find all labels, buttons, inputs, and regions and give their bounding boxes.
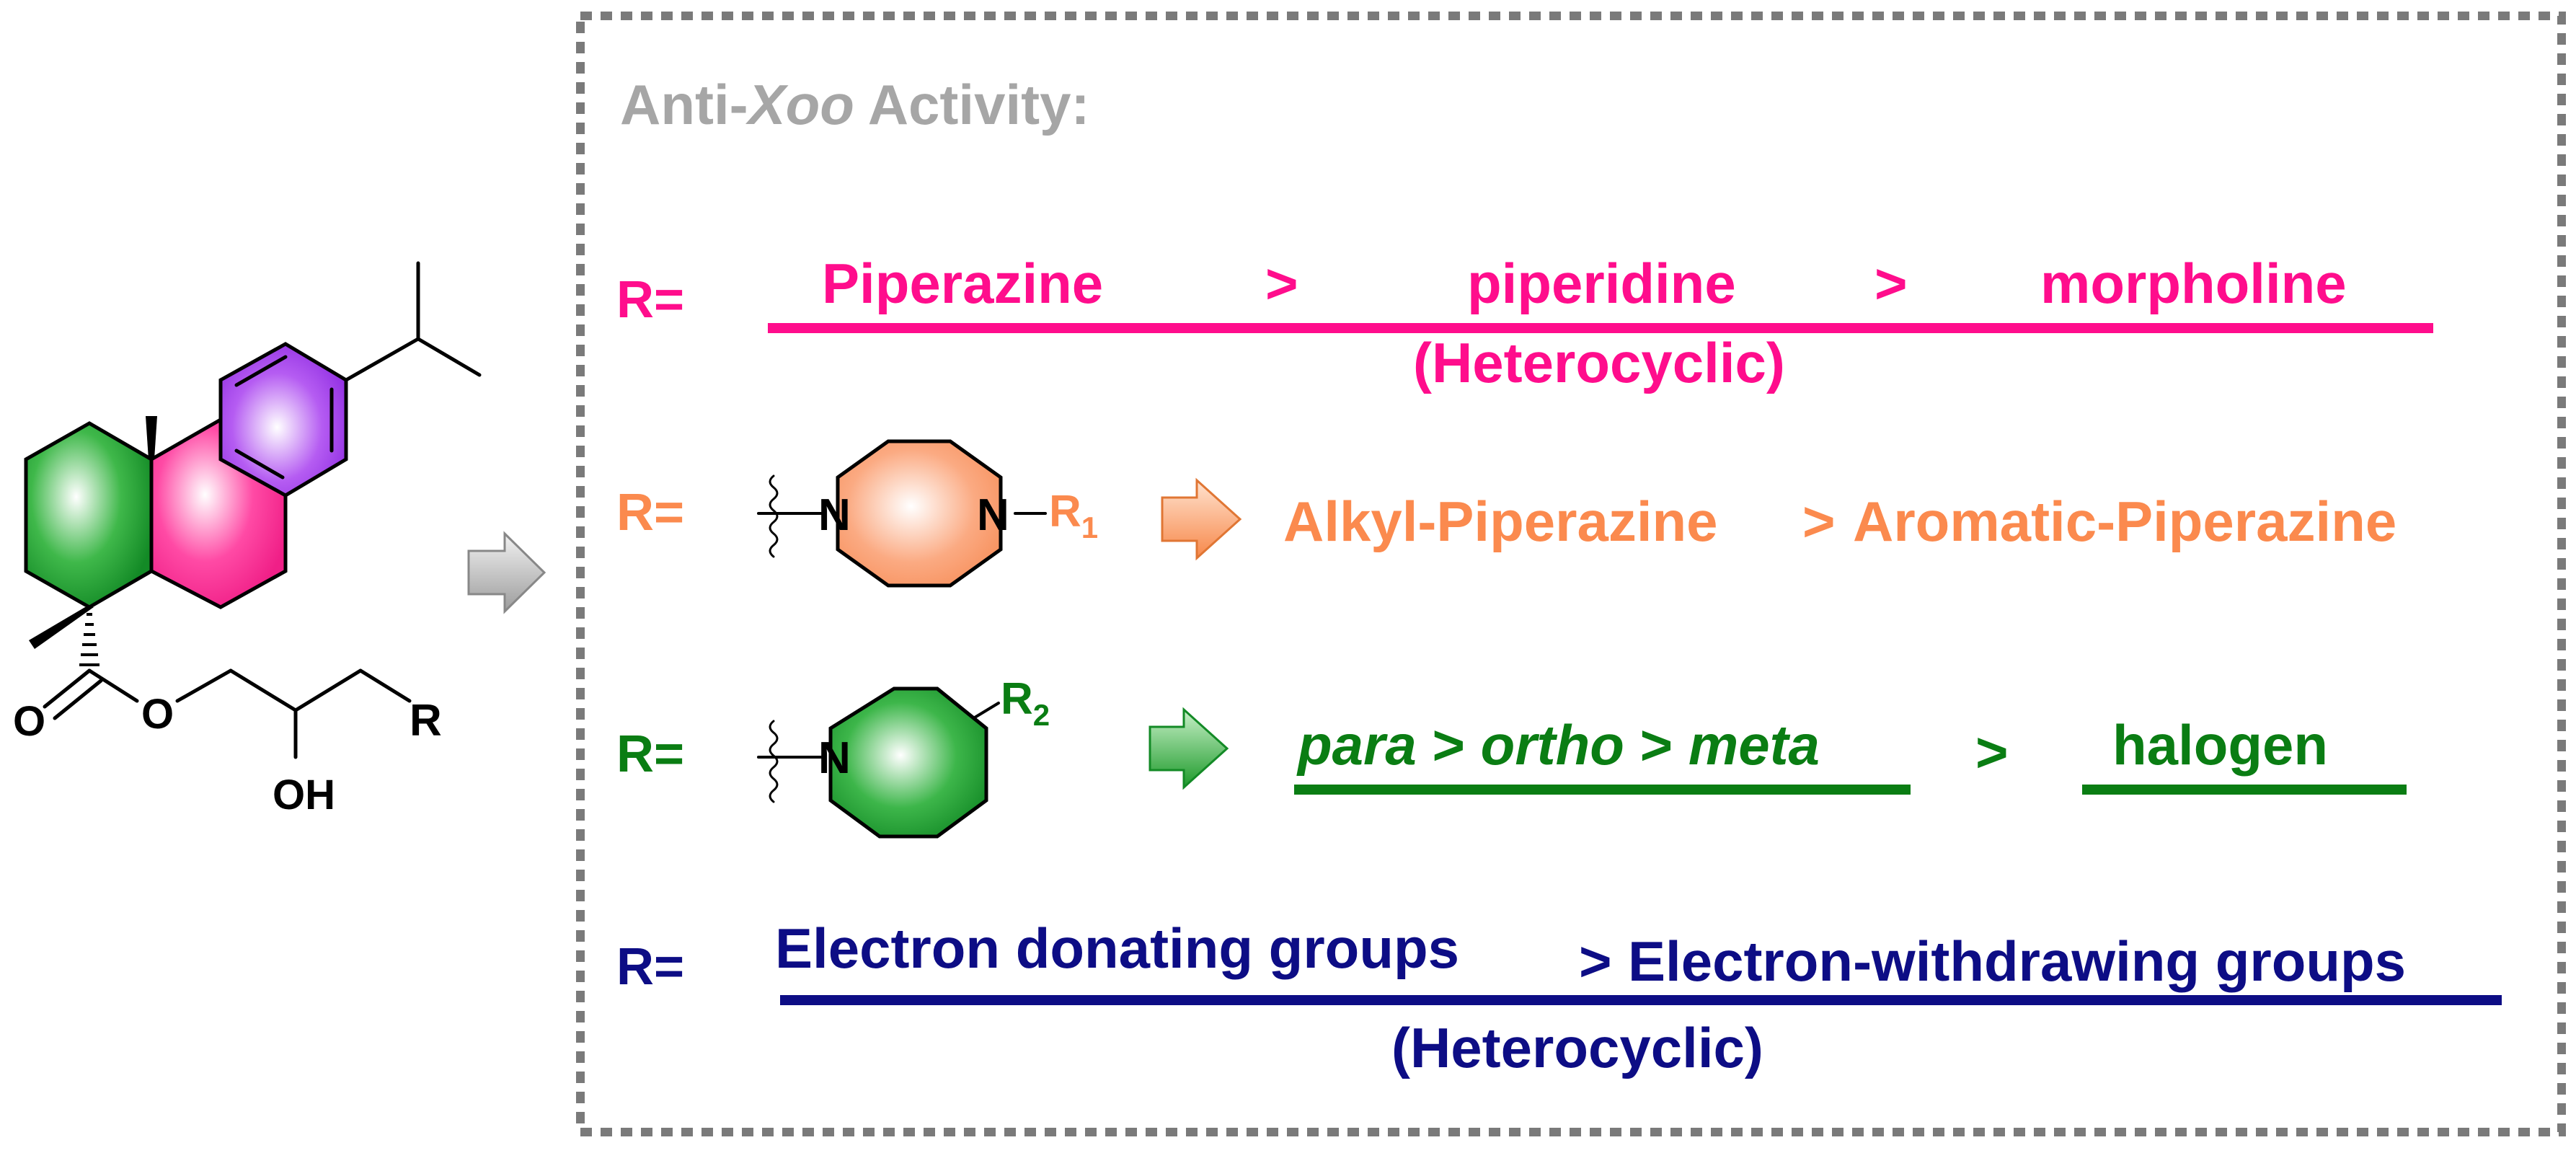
row1-r-label: R=	[616, 271, 684, 329]
ester-oxygen: O	[141, 691, 174, 738]
row4-donating: Electron donating groups	[775, 916, 1459, 980]
row4-gt: >	[1579, 929, 1612, 993]
piperazine-ring	[836, 439, 1003, 588]
row1-piperidine: piperidine	[1467, 252, 1736, 315]
row1-gt-2: >	[1875, 252, 1908, 315]
row3-gt-3: >	[1975, 720, 2009, 784]
hydroxyl-label: OH	[273, 772, 335, 818]
row2-n2: N	[977, 490, 1009, 540]
row1-heterocyclic: (Heterocyclic)	[1413, 331, 1785, 394]
row2-r-label: R=	[616, 484, 684, 542]
methyl-wedge-1	[146, 416, 157, 459]
row-electronic-effect: R= Electron donating groups > Electron-w…	[616, 916, 2502, 1079]
row3-underline-2	[2082, 785, 2407, 795]
row3-underline-1	[1294, 785, 1911, 795]
hashed-bond	[79, 613, 99, 666]
green-arrow-icon	[1148, 707, 1229, 790]
row3-halogen: halogen	[2112, 713, 2328, 777]
row4-r-label: R=	[616, 938, 684, 996]
abietane-scaffold: O O OH R	[13, 261, 482, 818]
row4-withdrawing: Electron-withdrawing groups	[1628, 929, 2406, 993]
gray-arrow-icon	[467, 531, 546, 614]
row2-n1: N	[818, 490, 851, 540]
row3-r-label: R=	[616, 725, 684, 783]
row1-piperazine: Piperazine	[822, 252, 1103, 315]
row-substitution-position: R= N R2 para > ortho > meta > halogen	[616, 674, 2407, 839]
row4-underline	[780, 995, 2502, 1005]
ring-a	[24, 421, 154, 609]
box-title: Anti-Xoo Activity:	[620, 73, 1089, 136]
piperidine-ring	[828, 686, 988, 839]
r-group-label: R	[410, 696, 442, 746]
row3-order: para > ortho > meta	[1296, 713, 1820, 777]
orange-arrow-icon	[1161, 477, 1242, 561]
row-heterocycle-order: R= Piperazine > piperidine > morpholine …	[616, 252, 2433, 394]
row2-alkyl: Alkyl-Piperazine	[1283, 490, 1718, 553]
carbonyl-oxygen: O	[13, 698, 45, 745]
row3-n: N	[818, 733, 851, 783]
row1-underline	[768, 323, 2433, 333]
activity-box	[576, 12, 2566, 1136]
row2-aromatic: Aromatic-Piperazine	[1853, 490, 2396, 553]
row-piperazine-substituent: R= N N R1 Alkyl-Piperazine > Aromatic-Pi…	[616, 439, 2396, 588]
row2-r1: R1	[1049, 487, 1098, 544]
row2-gt: >	[1802, 490, 1836, 553]
methyl-wedge-2	[29, 607, 94, 649]
row3-r2: R2	[1001, 674, 1050, 732]
row4-heterocyclic: (Heterocyclic)	[1391, 1016, 1763, 1079]
row1-gt-1: >	[1265, 252, 1298, 315]
row1-morpholine: morpholine	[2040, 252, 2347, 315]
ring-c-aromatic	[218, 342, 348, 498]
